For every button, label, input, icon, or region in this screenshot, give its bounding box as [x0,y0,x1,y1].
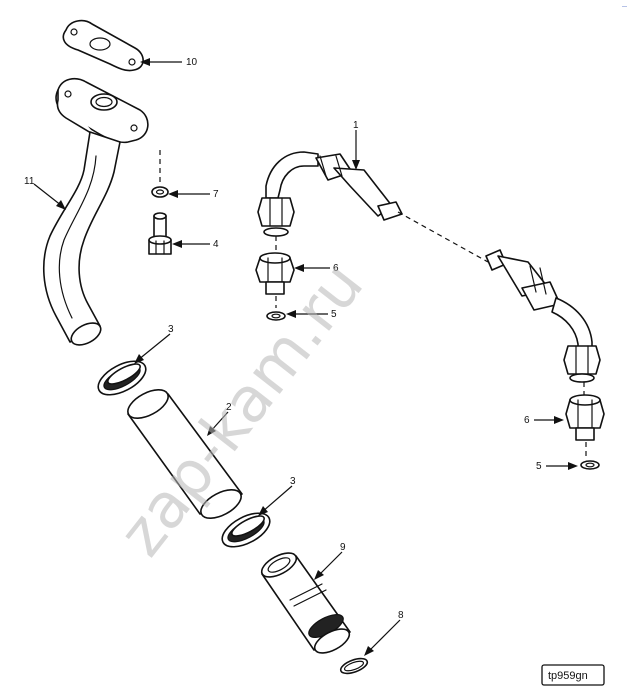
gasket-part-10 [62,19,144,72]
corner-mark: — [622,4,627,10]
figure-tag-text: tp959gn [548,670,588,682]
callout-5-left: 5 [331,309,337,320]
callout-6-right: 6 [524,415,530,426]
fitting-upper-left [257,197,295,252]
figure-tag: tp959gn [541,664,605,686]
callout-3-upper: 3 [168,324,174,335]
fitting-lower-right [563,345,601,396]
o-ring-part-8 [339,657,369,675]
hose-part-2 [127,389,243,519]
callout-11: 11 [24,176,35,187]
connector-part-9 [260,552,351,654]
callout-6-left: 6 [333,263,339,274]
callout-8: 8 [398,610,404,621]
leader-lines [33,58,578,656]
hose-clamp-part-3-upper [97,360,147,396]
washer-part-7 [151,150,169,198]
sealing-washer-part-5-left [266,311,286,321]
oil-supply-line-part-1 [265,151,593,353]
callout-2: 2 [226,402,232,413]
callout-labels: 10 11 7 4 1 6 5 3 2 3 9 8 6 5 [24,57,542,621]
hose-clamp-part-3-lower [221,512,271,548]
drain-tube-part-11 [42,77,149,346]
callout-5-right: 5 [536,461,542,472]
sealing-washer-part-5-right [580,460,600,470]
callout-4: 4 [213,239,219,250]
callout-10: 10 [186,57,198,68]
callout-3-lower: 3 [290,476,296,487]
bolt-part-4 [148,212,172,255]
adapter-part-6-right [565,394,605,456]
callout-1: 1 [353,120,359,131]
callout-7: 7 [213,189,219,200]
adapter-part-6-left [255,252,295,308]
callout-9: 9 [340,542,346,553]
